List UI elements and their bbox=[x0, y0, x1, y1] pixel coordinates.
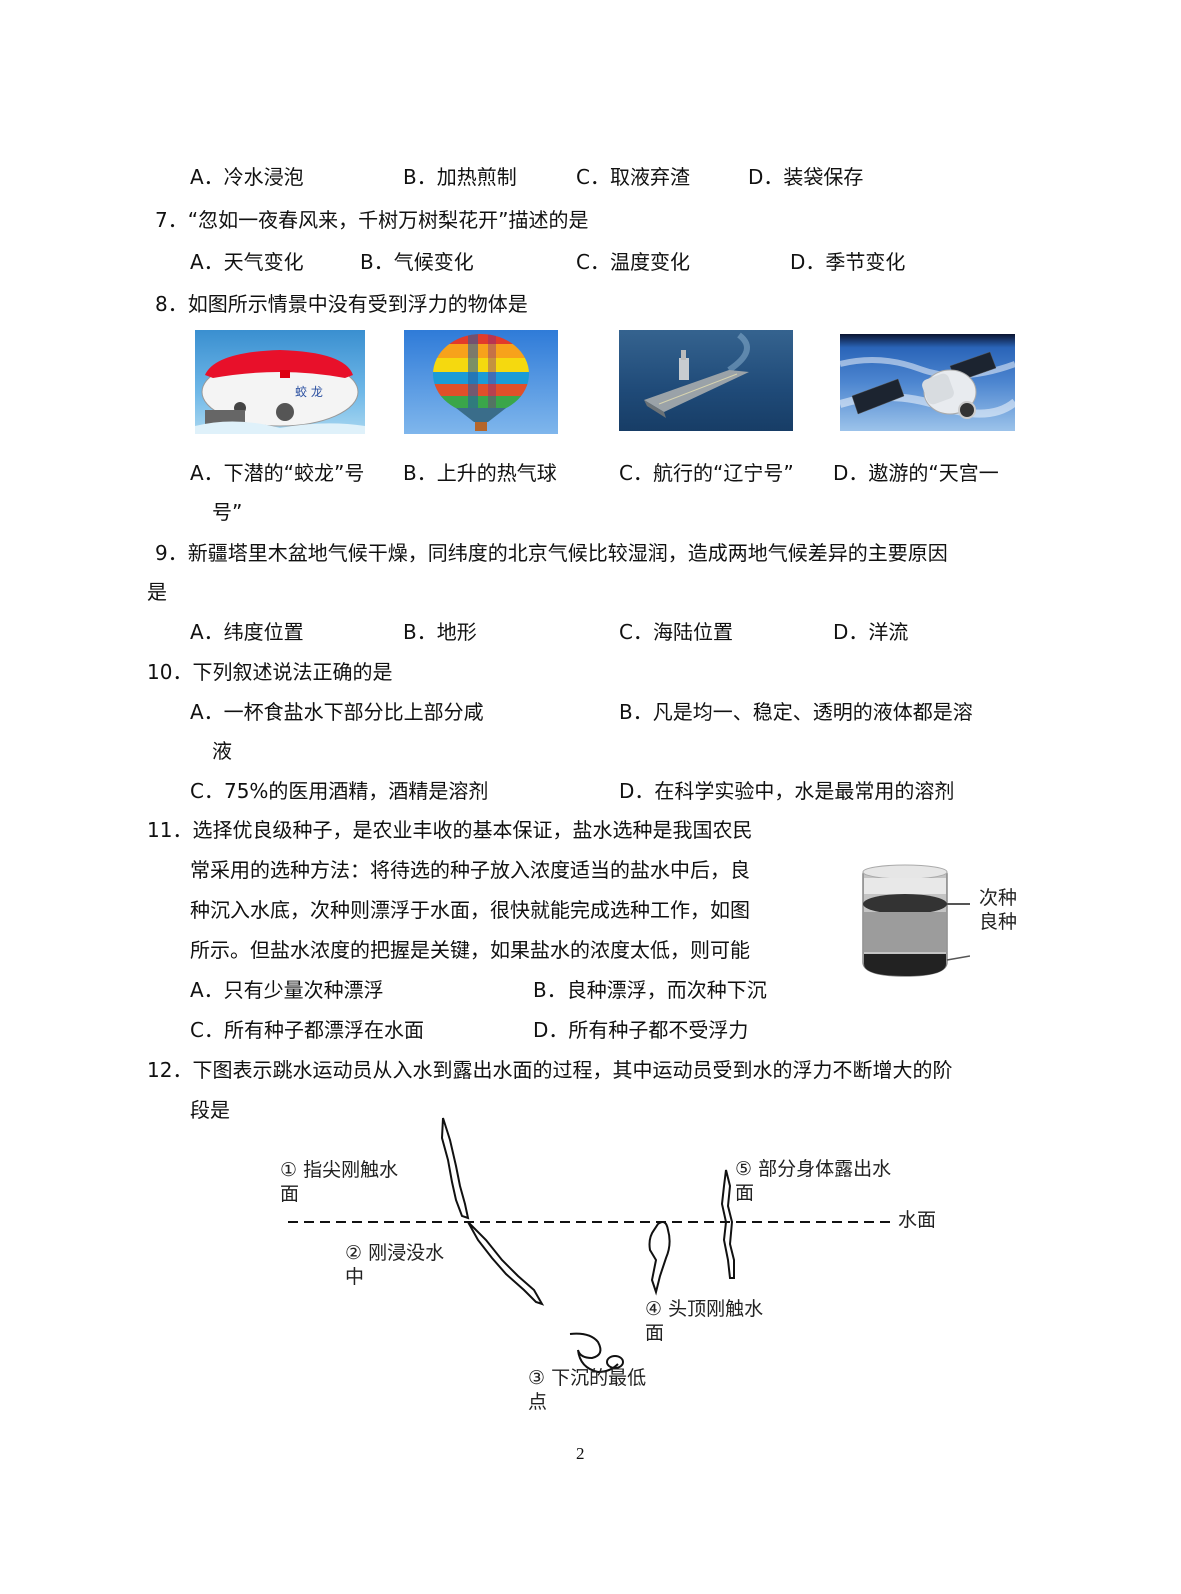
stage-3-label-line1: ③ 下沉的最低 bbox=[528, 1367, 647, 1389]
q6-option-b: B．加热煎制 bbox=[403, 165, 517, 189]
q8-stem: 8．如图所示情景中没有受到浮力的物体是 bbox=[155, 292, 528, 316]
q11-option-c: C．所有种子都漂浮在水面 bbox=[190, 1018, 424, 1042]
q10-stem: 10．下列叙述说法正确的是 bbox=[147, 660, 393, 684]
aircraft-carrier-liaoning-image bbox=[619, 330, 793, 431]
q7-option-a: A．天气变化 bbox=[190, 250, 304, 274]
submersible-jiaolong-image: 蛟 龙 bbox=[195, 330, 365, 434]
stage-2-label-line1: ② 刚浸没水 bbox=[345, 1242, 445, 1264]
q8-option-b: B．上升的热气球 bbox=[403, 461, 557, 485]
q8-option-d: D．遨游的“天宫一 bbox=[833, 461, 999, 485]
q11-stem-line2: 常采用的选种方法：将待选的种子放入浓度适当的盐水中后，良 bbox=[190, 858, 750, 882]
q6-option-c: C．取液弃渣 bbox=[576, 165, 690, 189]
stage-5-label-line2: 面 bbox=[735, 1182, 755, 1204]
stage-1-label-line1: ① 指尖刚触水 bbox=[280, 1159, 399, 1181]
svg-text:蛟 龙: 蛟 龙 bbox=[295, 384, 323, 399]
q10-option-b: B．凡是均一、稳定、透明的液体都是溶 bbox=[619, 700, 973, 724]
q6-option-d: D．装袋保存 bbox=[748, 165, 864, 189]
q10-option-a: A．一杯食盐水下部分比上部分咸 bbox=[190, 700, 484, 724]
q9-option-b: B．地形 bbox=[403, 620, 477, 644]
q8-option-a: A．下潜的“蛟龙”号 bbox=[190, 461, 365, 485]
stage-4-label-line2: 面 bbox=[645, 1322, 665, 1344]
q8-option-d-wrap: 号” bbox=[212, 500, 243, 524]
q9-option-d: D．洋流 bbox=[833, 620, 909, 644]
q7-option-d: D．季节变化 bbox=[790, 250, 906, 274]
stage-2-label-line2: 中 bbox=[345, 1266, 365, 1288]
figure-label-good-seed: 良种 bbox=[979, 911, 1018, 933]
q12-stem-line2: 段是 bbox=[190, 1098, 230, 1122]
q11-option-b: B．良种漂浮，而次种下沉 bbox=[533, 978, 767, 1002]
hot-air-balloon-image bbox=[404, 330, 558, 434]
q11-stem-line3: 种沉入水底，次种则漂浮于水面，很快就能完成选种工作，如图 bbox=[190, 898, 750, 922]
q7-option-c: C．温度变化 bbox=[576, 250, 690, 274]
q6-option-a: A．冷水浸泡 bbox=[190, 165, 304, 189]
stage-3-label-line2: 点 bbox=[528, 1391, 548, 1413]
beaker-seeds-figure bbox=[855, 862, 970, 982]
q11-option-d: D．所有种子都不受浮力 bbox=[533, 1018, 749, 1042]
q10-option-b-wrap: 液 bbox=[212, 739, 232, 763]
q9-option-a: A．纬度位置 bbox=[190, 620, 304, 644]
stage-5-label-line1: ⑤ 部分身体露出水 bbox=[735, 1158, 892, 1180]
diving-process-figure bbox=[280, 1110, 900, 1420]
page-number: 2 bbox=[576, 1444, 585, 1463]
q10-option-d: D．在科学实验中，水是最常用的溶剂 bbox=[619, 779, 955, 803]
q9-stem-line2: 是 bbox=[147, 580, 167, 604]
space-station-tiangong-image bbox=[840, 334, 1015, 431]
q12-stem-line1: 12．下图表示跳水运动员从入水到露出水面的过程，其中运动员受到水的浮力不断增大的… bbox=[147, 1058, 953, 1082]
figure-label-inferior-seed: 次种 bbox=[979, 887, 1018, 909]
q11-stem-line1: 11．选择优良级种子，是农业丰收的基本保证，盐水选种是我国农民 bbox=[147, 818, 753, 842]
q9-stem-line1: 9．新疆塔里木盆地气候干燥，同纬度的北京气候比较湿润，造成两地气候差异的主要原因 bbox=[155, 541, 948, 565]
q7-stem: 7．“忽如一夜春风来，千树万树梨花开”描述的是 bbox=[155, 208, 589, 232]
q11-option-a: A．只有少量次种漂浮 bbox=[190, 978, 384, 1002]
q7-option-b: B．气候变化 bbox=[360, 250, 474, 274]
q8-option-c: C．航行的“辽宁号” bbox=[619, 461, 794, 485]
stage-4-label-line1: ④ 头顶刚触水 bbox=[645, 1298, 764, 1320]
water-surface-label: 水面 bbox=[898, 1209, 937, 1231]
q10-option-c: C．75%的医用酒精，酒精是溶剂 bbox=[190, 779, 489, 803]
q9-option-c: C．海陆位置 bbox=[619, 620, 733, 644]
stage-1-label-line2: 面 bbox=[280, 1183, 300, 1205]
q11-stem-line4: 所示。但盐水浓度的把握是关键，如果盐水的浓度太低，则可能 bbox=[190, 938, 750, 962]
